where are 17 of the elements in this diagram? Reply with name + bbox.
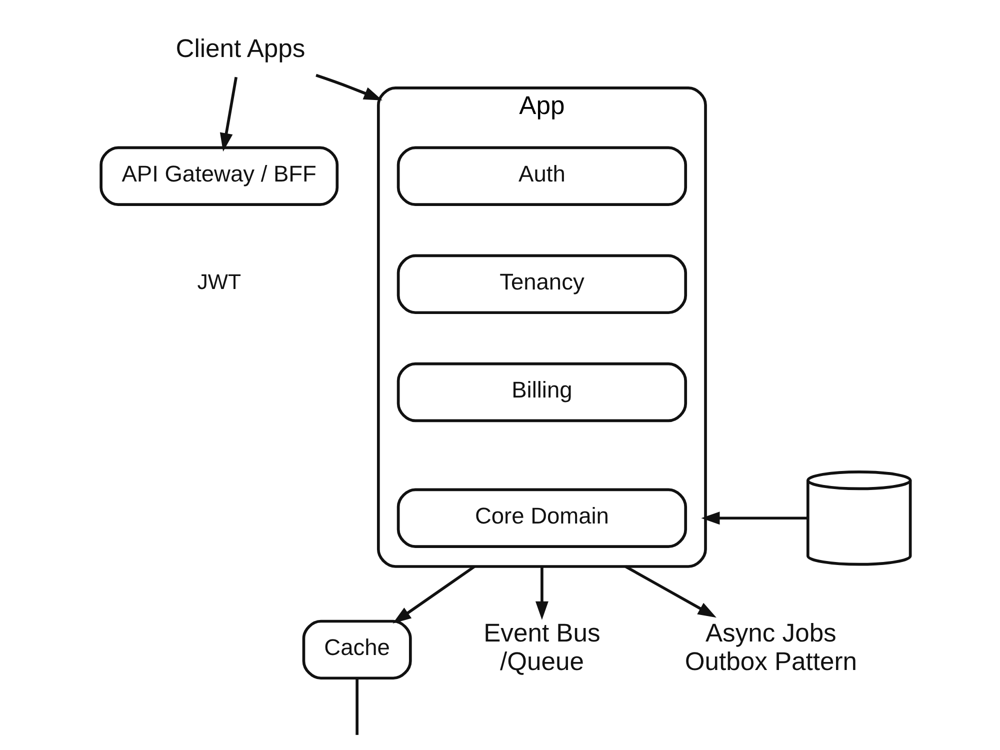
node-box: Cache — [302, 620, 412, 680]
arrow — [392, 565, 476, 624]
node-box: Tenancy — [396, 254, 688, 314]
connector — [356, 678, 358, 735]
arrow — [701, 512, 808, 525]
arrow — [535, 566, 548, 620]
node-label: JWT — [197, 270, 242, 294]
node-box: API Gateway / BFF — [100, 146, 339, 206]
arrow — [220, 76, 238, 152]
arrow — [624, 565, 716, 618]
node-text: Client Apps — [176, 35, 306, 64]
node-box: Billing — [396, 362, 688, 422]
node-box: Core Domain — [396, 488, 688, 548]
node-text: Async Jobs Outbox Pattern — [684, 620, 858, 676]
node-text: Event Bus /Queue — [484, 620, 600, 676]
arrow — [316, 74, 382, 100]
node-box: Auth — [396, 146, 688, 206]
